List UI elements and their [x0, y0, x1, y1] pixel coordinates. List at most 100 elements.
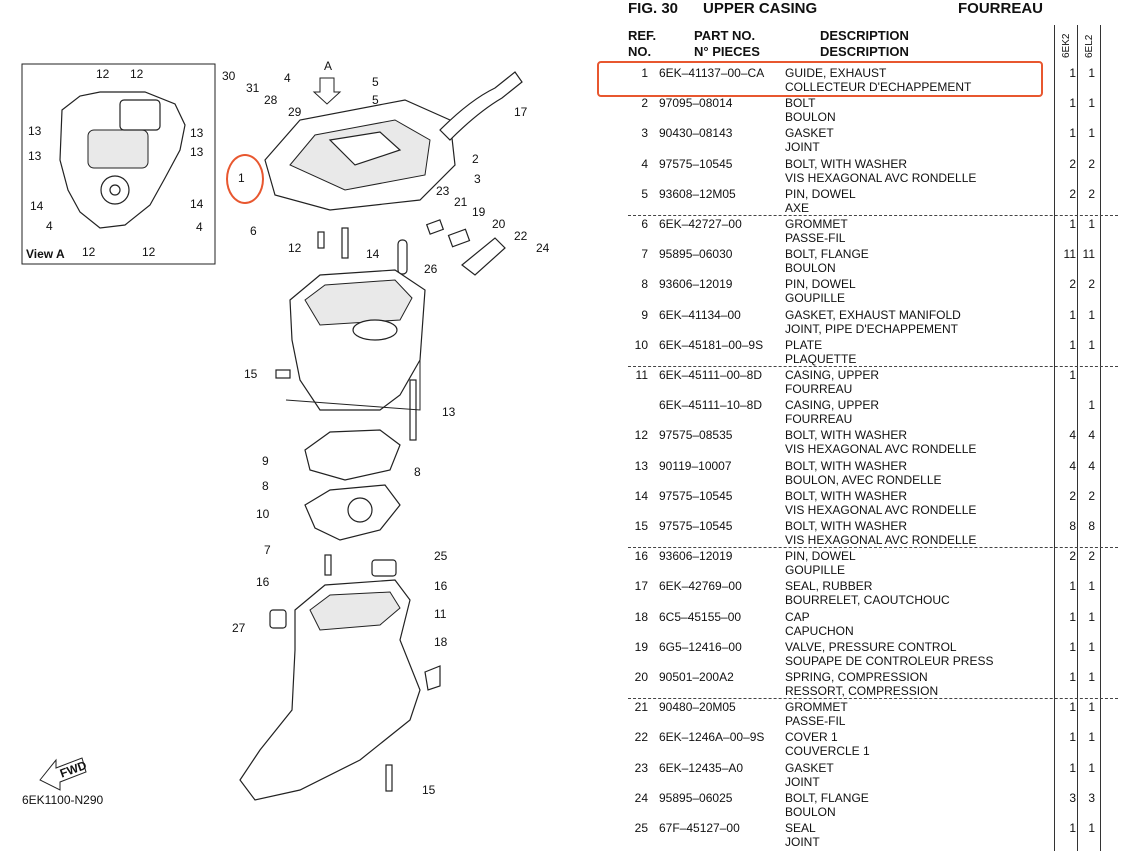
qty-model-b: 1 — [1088, 217, 1095, 231]
description-en: VALVE, PRESSURE CONTROL — [785, 639, 957, 654]
inset-callout-number: 12 — [96, 67, 110, 81]
svg-text:A: A — [324, 59, 332, 73]
column-rule — [1054, 25, 1055, 851]
part-number: 90119–10007 — [659, 458, 732, 473]
callout-number: 13 — [442, 405, 456, 419]
description-fr: GOUPILLE — [785, 291, 846, 306]
qty-model-b: 1 — [1088, 579, 1095, 594]
figure-title-fr: FOURREAU — [958, 0, 1043, 17]
qty-model-a: 4 — [1069, 458, 1076, 473]
ref-number: 18 — [634, 609, 648, 624]
ref-number: 4 — [641, 156, 648, 171]
part-number: 6EK–45181–00–9S — [659, 337, 764, 352]
group-divider — [628, 547, 1118, 549]
description-fr: JOINT, PIPE D'ECHAPPEMENT — [785, 321, 958, 336]
col-part-no: PART NO. — [694, 28, 756, 43]
highlight-box-row-1 — [597, 61, 1043, 97]
part-number: 97575–08535 — [659, 428, 733, 443]
description-en: PIN, DOWEL — [785, 186, 856, 201]
part-number: 6EK–42769–00 — [659, 579, 742, 594]
qty-model-b: 1 — [1088, 609, 1095, 624]
view-arrow-a: A — [312, 59, 342, 105]
inset-callout-number: 4 — [196, 220, 203, 234]
description-en: PIN, DOWEL — [785, 277, 856, 292]
ref-number: 25 — [634, 821, 648, 835]
qty-model-b: 1 — [1088, 398, 1095, 413]
callout-number: 28 — [264, 93, 278, 107]
ref-number: 17 — [634, 579, 648, 594]
gasket-and-plate — [304, 429, 401, 541]
description-fr: FOURREAU — [785, 412, 853, 427]
qty-model-b: 2 — [1088, 277, 1095, 292]
description-en: CAP — [785, 609, 810, 624]
inset-callout-number: 13 — [190, 126, 204, 140]
lower-casing — [239, 559, 441, 801]
callout-number: 17 — [514, 105, 528, 119]
group-divider — [628, 366, 1118, 367]
description-fr: BOULON, AVEC RONDELLE — [785, 472, 942, 487]
ref-number: 3 — [641, 126, 648, 141]
qty-model-a: 1 — [1069, 821, 1076, 835]
qty-model-b: 3 — [1088, 790, 1095, 805]
description-fr: RESSORT, COMPRESSION — [785, 684, 939, 698]
part-number: 93606–12019 — [659, 549, 733, 564]
description-fr: VIS HEXAGONAL AVC RONDELLE — [785, 442, 977, 457]
callout-number: 7 — [264, 543, 271, 557]
qty-model-b: 4 — [1088, 458, 1095, 473]
qty-model-b: 2 — [1088, 156, 1095, 171]
ref-number: 9 — [641, 307, 648, 322]
qty-model-a: 1 — [1069, 579, 1076, 594]
qty-model-b: 1 — [1088, 639, 1095, 654]
column-rule — [1077, 25, 1078, 851]
description-en: COVER 1 — [785, 730, 838, 745]
part-number: 6G5–12416–00 — [659, 639, 742, 654]
description-fr: FOURREAU — [785, 382, 853, 396]
group-divider — [628, 215, 1118, 216]
callout-number: 3 — [474, 172, 481, 186]
qty-model-b: 1 — [1088, 760, 1095, 775]
description-fr: PASSE-FIL — [785, 231, 846, 245]
callout-number: 24 — [536, 241, 550, 255]
qty-model-b: 2 — [1088, 186, 1095, 201]
callout-number: 19 — [472, 205, 486, 219]
qty-model-a: 3 — [1069, 790, 1076, 805]
col-part-no-fr: N° PIECES — [694, 44, 760, 59]
qty-model-a: 2 — [1069, 277, 1076, 292]
column-rule — [1100, 25, 1101, 851]
qty-model-a: 1 — [1069, 217, 1076, 231]
part-number: 97575–10545 — [659, 519, 733, 533]
description-en: BOLT, WITH WASHER — [785, 428, 908, 443]
callout-number: 27 — [232, 621, 246, 635]
description-fr: BOULON — [785, 261, 836, 276]
inset-callout-number: 13 — [28, 124, 42, 138]
description-en: CASING, UPPER — [785, 368, 880, 382]
inset-callout-number: 12 — [82, 245, 96, 259]
qty-model-a: 1 — [1069, 760, 1076, 775]
qty-model-a: 1 — [1069, 700, 1076, 715]
part-number: 6EK–45111–00–8D — [659, 368, 762, 382]
ref-number: 16 — [634, 549, 648, 564]
part-number: 6EK–41134–00 — [659, 307, 741, 322]
col-description: DESCRIPTION — [820, 28, 909, 43]
qty-model-a: 2 — [1069, 488, 1076, 503]
description-en: GROMMET — [785, 700, 848, 715]
qty-model-a: 1 — [1069, 337, 1076, 352]
ref-number: 6 — [641, 217, 648, 231]
qty-model-a: 1 — [1069, 368, 1076, 382]
inset-callout-number: 13 — [28, 149, 42, 163]
inset-callout-number: 4 — [46, 219, 53, 233]
description-fr: CAPUCHON — [785, 623, 854, 638]
qty-model-b: 11 — [1082, 247, 1095, 262]
qty-model-b: 1 — [1088, 730, 1095, 745]
